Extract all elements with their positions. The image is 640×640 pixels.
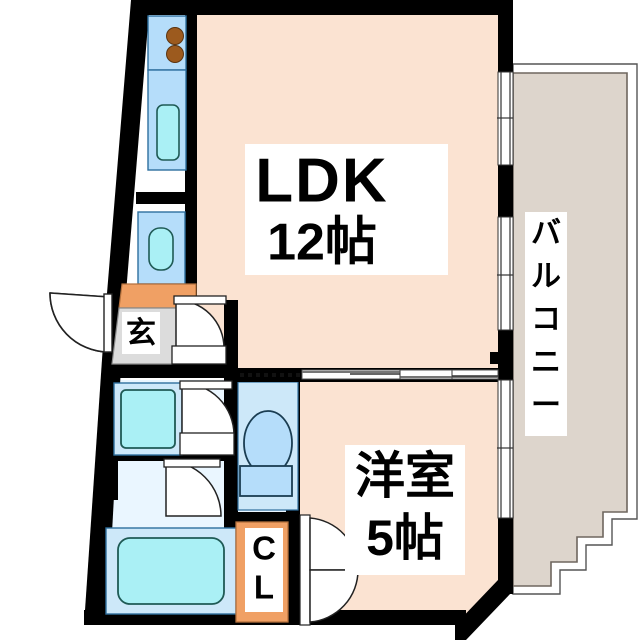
genkan-hall-door-leaf xyxy=(173,295,227,305)
washitsu-label-line2: 5帖 xyxy=(366,510,444,566)
balcony-sliding-doors[interactable] xyxy=(497,71,514,519)
balcony-label-bg xyxy=(525,212,567,436)
kitchen-sink-basin xyxy=(156,104,180,161)
balcony-label-char-2: コ xyxy=(531,303,561,336)
washroom-door-threshold xyxy=(179,432,235,456)
wall-top xyxy=(131,0,505,15)
closet-door-jamb xyxy=(299,514,311,626)
closet-label-line2: L xyxy=(254,569,274,606)
balcony-label-char-3: ニ xyxy=(531,346,561,379)
closet-label-bg xyxy=(245,528,283,612)
genkan-hall-door[interactable] xyxy=(171,295,231,365)
bathtub xyxy=(117,537,225,605)
entry-washbasin xyxy=(137,211,186,285)
room-labels: LDK 12帖 洋室 5帖 xyxy=(245,144,465,575)
kitchen-fixtures xyxy=(147,15,187,171)
wall-genkan-left-inner xyxy=(110,300,118,364)
washitsu-label-bg xyxy=(345,445,465,575)
balcony-sliding-door-middle[interactable] xyxy=(497,216,514,331)
genkan-label: 玄 xyxy=(126,316,156,350)
balcony-label-char-0: バ xyxy=(531,217,561,250)
washbasin-bowl xyxy=(148,227,174,271)
ldk-label-bg xyxy=(245,144,448,275)
ldk-label-line2: 12帖 xyxy=(267,214,377,272)
stove-burner-2 xyxy=(166,45,184,63)
toilet-tank xyxy=(239,465,293,497)
balcony-label-char-1: ル xyxy=(531,260,561,293)
genkan-hall-door-threshold xyxy=(171,345,227,365)
wall-bath-left xyxy=(106,460,118,500)
bath-door[interactable] xyxy=(163,458,222,517)
genkan-label-bg xyxy=(122,312,160,354)
genkan-area: 玄 xyxy=(49,283,231,365)
entrance-door-sweep xyxy=(49,292,110,353)
washroom-door-leaf xyxy=(179,380,233,390)
wall-kitchen-right xyxy=(185,14,197,204)
ldk-partition[interactable] xyxy=(236,368,499,382)
wall-right-seg-3 xyxy=(498,330,513,358)
entrance-door[interactable] xyxy=(49,292,113,353)
wall-washbasin-right xyxy=(185,204,197,304)
bath-door-leaf xyxy=(163,458,221,468)
balcony-sliding-door-lower[interactable] xyxy=(497,379,514,519)
wall-closet-right xyxy=(286,520,300,625)
wall-washbasin-divider xyxy=(106,455,236,461)
wall-right-chamfer-join xyxy=(498,580,512,592)
wall-left-slanted-upper xyxy=(104,0,150,330)
washitsu-label-line1: 洋室 xyxy=(355,448,455,504)
wall-right-seg-2 xyxy=(498,165,513,217)
wall-right-seg-4 xyxy=(498,358,513,380)
closet-label-line1: C xyxy=(252,530,276,567)
closet-area: C L xyxy=(235,521,289,623)
washing-machine-basin xyxy=(120,389,176,449)
wall-kitchen-bottom xyxy=(136,192,197,204)
balcony-label-char-4: ー xyxy=(531,389,561,422)
wall-bottom-right-chamfer xyxy=(455,580,512,640)
entrance-door-jamb xyxy=(103,293,113,353)
wall-right-seg-5 xyxy=(498,518,513,594)
stove-burner-1 xyxy=(166,27,184,45)
wall-hall-right xyxy=(224,300,238,364)
wall-right-seg-1 xyxy=(498,0,513,72)
wall-hall-bottom xyxy=(106,364,238,378)
ldk-label-line1: LDK xyxy=(255,146,388,215)
balcony-floor xyxy=(512,72,628,587)
wall-left-slanted-lower xyxy=(84,330,123,625)
washroom-door[interactable] xyxy=(179,380,235,456)
balcony-area: バ ル コ ニ ー xyxy=(512,63,638,595)
